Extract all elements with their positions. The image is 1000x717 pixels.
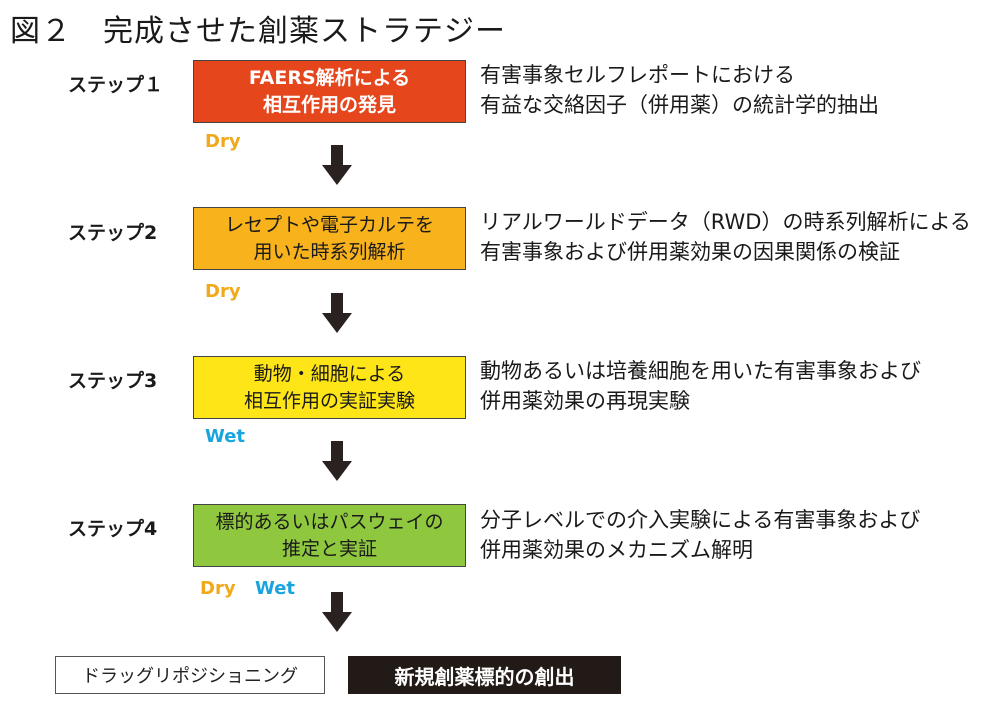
step-3-wet-tag: Wet: [205, 426, 246, 447]
step-2-description: リアルワールドデータ（RWD）の時系列解析による 有害事象および併用薬効果の因果…: [480, 207, 990, 267]
step-2-dry-tag: Dry: [205, 281, 241, 302]
step-2-box-line-1: レセプトや電子カルテを: [224, 213, 434, 236]
step-2-desc-line-1: リアルワールドデータ（RWD）の時系列解析による: [480, 210, 971, 234]
step-4-wet-tag: Wet: [255, 578, 296, 599]
arrow-down-icon: [322, 441, 352, 481]
outcome-drug-repositioning: ドラッグリポジショニング: [55, 656, 325, 694]
step-3-box: 動物・細胞による 相互作用の実証実験: [193, 356, 466, 419]
step-4-box-line-2: 推定と実証: [281, 537, 377, 560]
step-4-desc-line-2: 併用薬効果のメカニズム解明: [480, 538, 753, 562]
step-1-desc-line-1: 有害事象セルフレポートにおける: [480, 63, 795, 87]
step-3-box-line-2: 相互作用の実証実験: [243, 389, 415, 412]
step-1-dry-tag: Dry: [205, 131, 241, 152]
step-3-desc-line-1: 動物あるいは培養細胞を用いた有害事象および: [480, 359, 921, 383]
step-3-box-line-1: 動物・細胞による: [253, 362, 406, 385]
step-4-dry-tag: Dry: [200, 578, 236, 599]
step-1-box-line-2: 相互作用の発見: [262, 93, 396, 116]
outcome-new-drug-target: 新規創薬標的の創出: [348, 656, 621, 694]
step-1-label: ステップ１: [68, 74, 164, 96]
step-1-box-line-1: FAERS解析による: [248, 66, 411, 89]
arrow-down-icon: [322, 293, 352, 333]
step-2-box-line-2: 用いた時系列解析: [253, 240, 406, 263]
step-2-box: レセプトや電子カルテを 用いた時系列解析: [193, 207, 466, 270]
step-3-label: ステップ3: [68, 370, 158, 392]
step-3-desc-line-2: 併用薬効果の再現実験: [480, 389, 690, 413]
step-1-desc-line-2: 有益な交絡因子（併用薬）の統計学的抽出: [480, 93, 879, 117]
arrow-down-icon: [322, 145, 352, 185]
step-2-desc-line-2: 有害事象および併用薬効果の因果関係の検証: [480, 240, 900, 264]
step-4-desc-line-1: 分子レベルでの介入実験による有害事象および: [480, 508, 921, 532]
step-4-label: ステップ4: [68, 518, 158, 540]
step-4-box-line-1: 標的あるいはパスウェイの: [215, 510, 444, 533]
step-4-description: 分子レベルでの介入実験による有害事象および 併用薬効果のメカニズム解明: [480, 505, 990, 565]
step-3-description: 動物あるいは培養細胞を用いた有害事象および 併用薬効果の再現実験: [480, 356, 990, 416]
arrow-down-icon: [322, 592, 352, 632]
step-1-box: FAERS解析による 相互作用の発見: [193, 60, 466, 123]
step-2-label: ステップ2: [68, 222, 158, 244]
figure-title: 図２ 完成させた創薬ストラテジー: [10, 14, 506, 49]
step-1-description: 有害事象セルフレポートにおける 有益な交絡因子（併用薬）の統計学的抽出: [480, 60, 990, 120]
step-4-box: 標的あるいはパスウェイの 推定と実証: [193, 504, 466, 567]
